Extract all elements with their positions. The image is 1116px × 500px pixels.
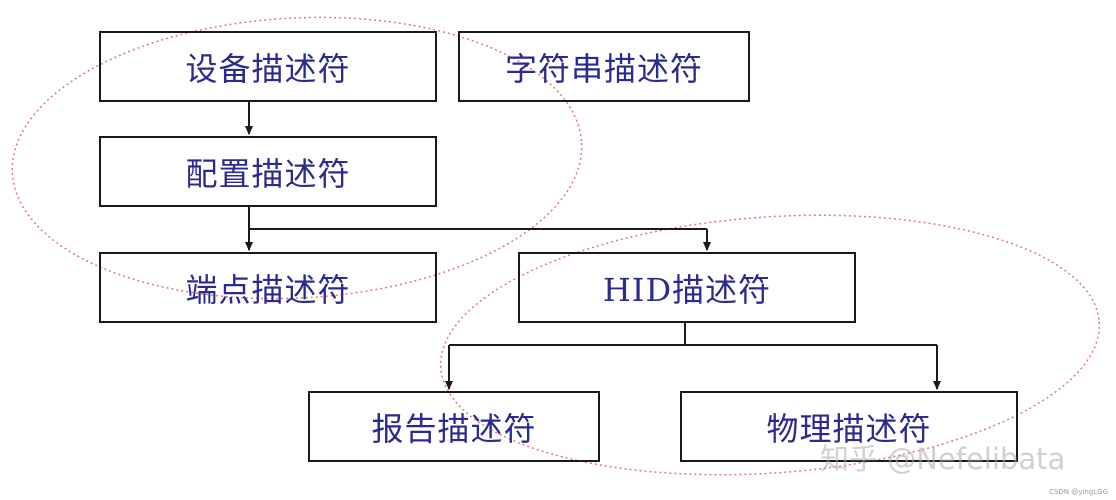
node-label: 报告描述符 — [371, 409, 537, 448]
node-endpoint-descriptor: 端点描述符 — [99, 252, 437, 323]
node-configuration-descriptor: 配置描述符 — [99, 136, 437, 207]
node-string-descriptor: 字符串描述符 — [458, 31, 750, 102]
node-label: HID描述符 — [602, 270, 772, 309]
node-label: 配置描述符 — [185, 154, 351, 193]
edge-hid-to-report-and-physical — [445, 323, 941, 390]
node-label: 设备描述符 — [185, 49, 351, 88]
edge-configuration-to-endpoint-and-hid — [245, 207, 711, 251]
credit-text: CSDN @yingLGG — [1049, 488, 1108, 496]
node-hid-descriptor: HID描述符 — [518, 252, 856, 323]
watermark-text: 知乎 @Nefelibata — [820, 442, 1066, 476]
node-label: 字符串描述符 — [504, 49, 703, 88]
group-ellipse-hid-report-physical — [439, 214, 1101, 476]
node-device-descriptor: 设备描述符 — [99, 31, 437, 102]
node-label: 物理描述符 — [766, 409, 932, 448]
node-physical-descriptor: 物理描述符 — [680, 391, 1018, 462]
group-ellipse-device-config-endpoint — [11, 16, 583, 300]
node-report-descriptor: 报告描述符 — [308, 391, 600, 462]
node-label: 端点描述符 — [185, 270, 351, 309]
